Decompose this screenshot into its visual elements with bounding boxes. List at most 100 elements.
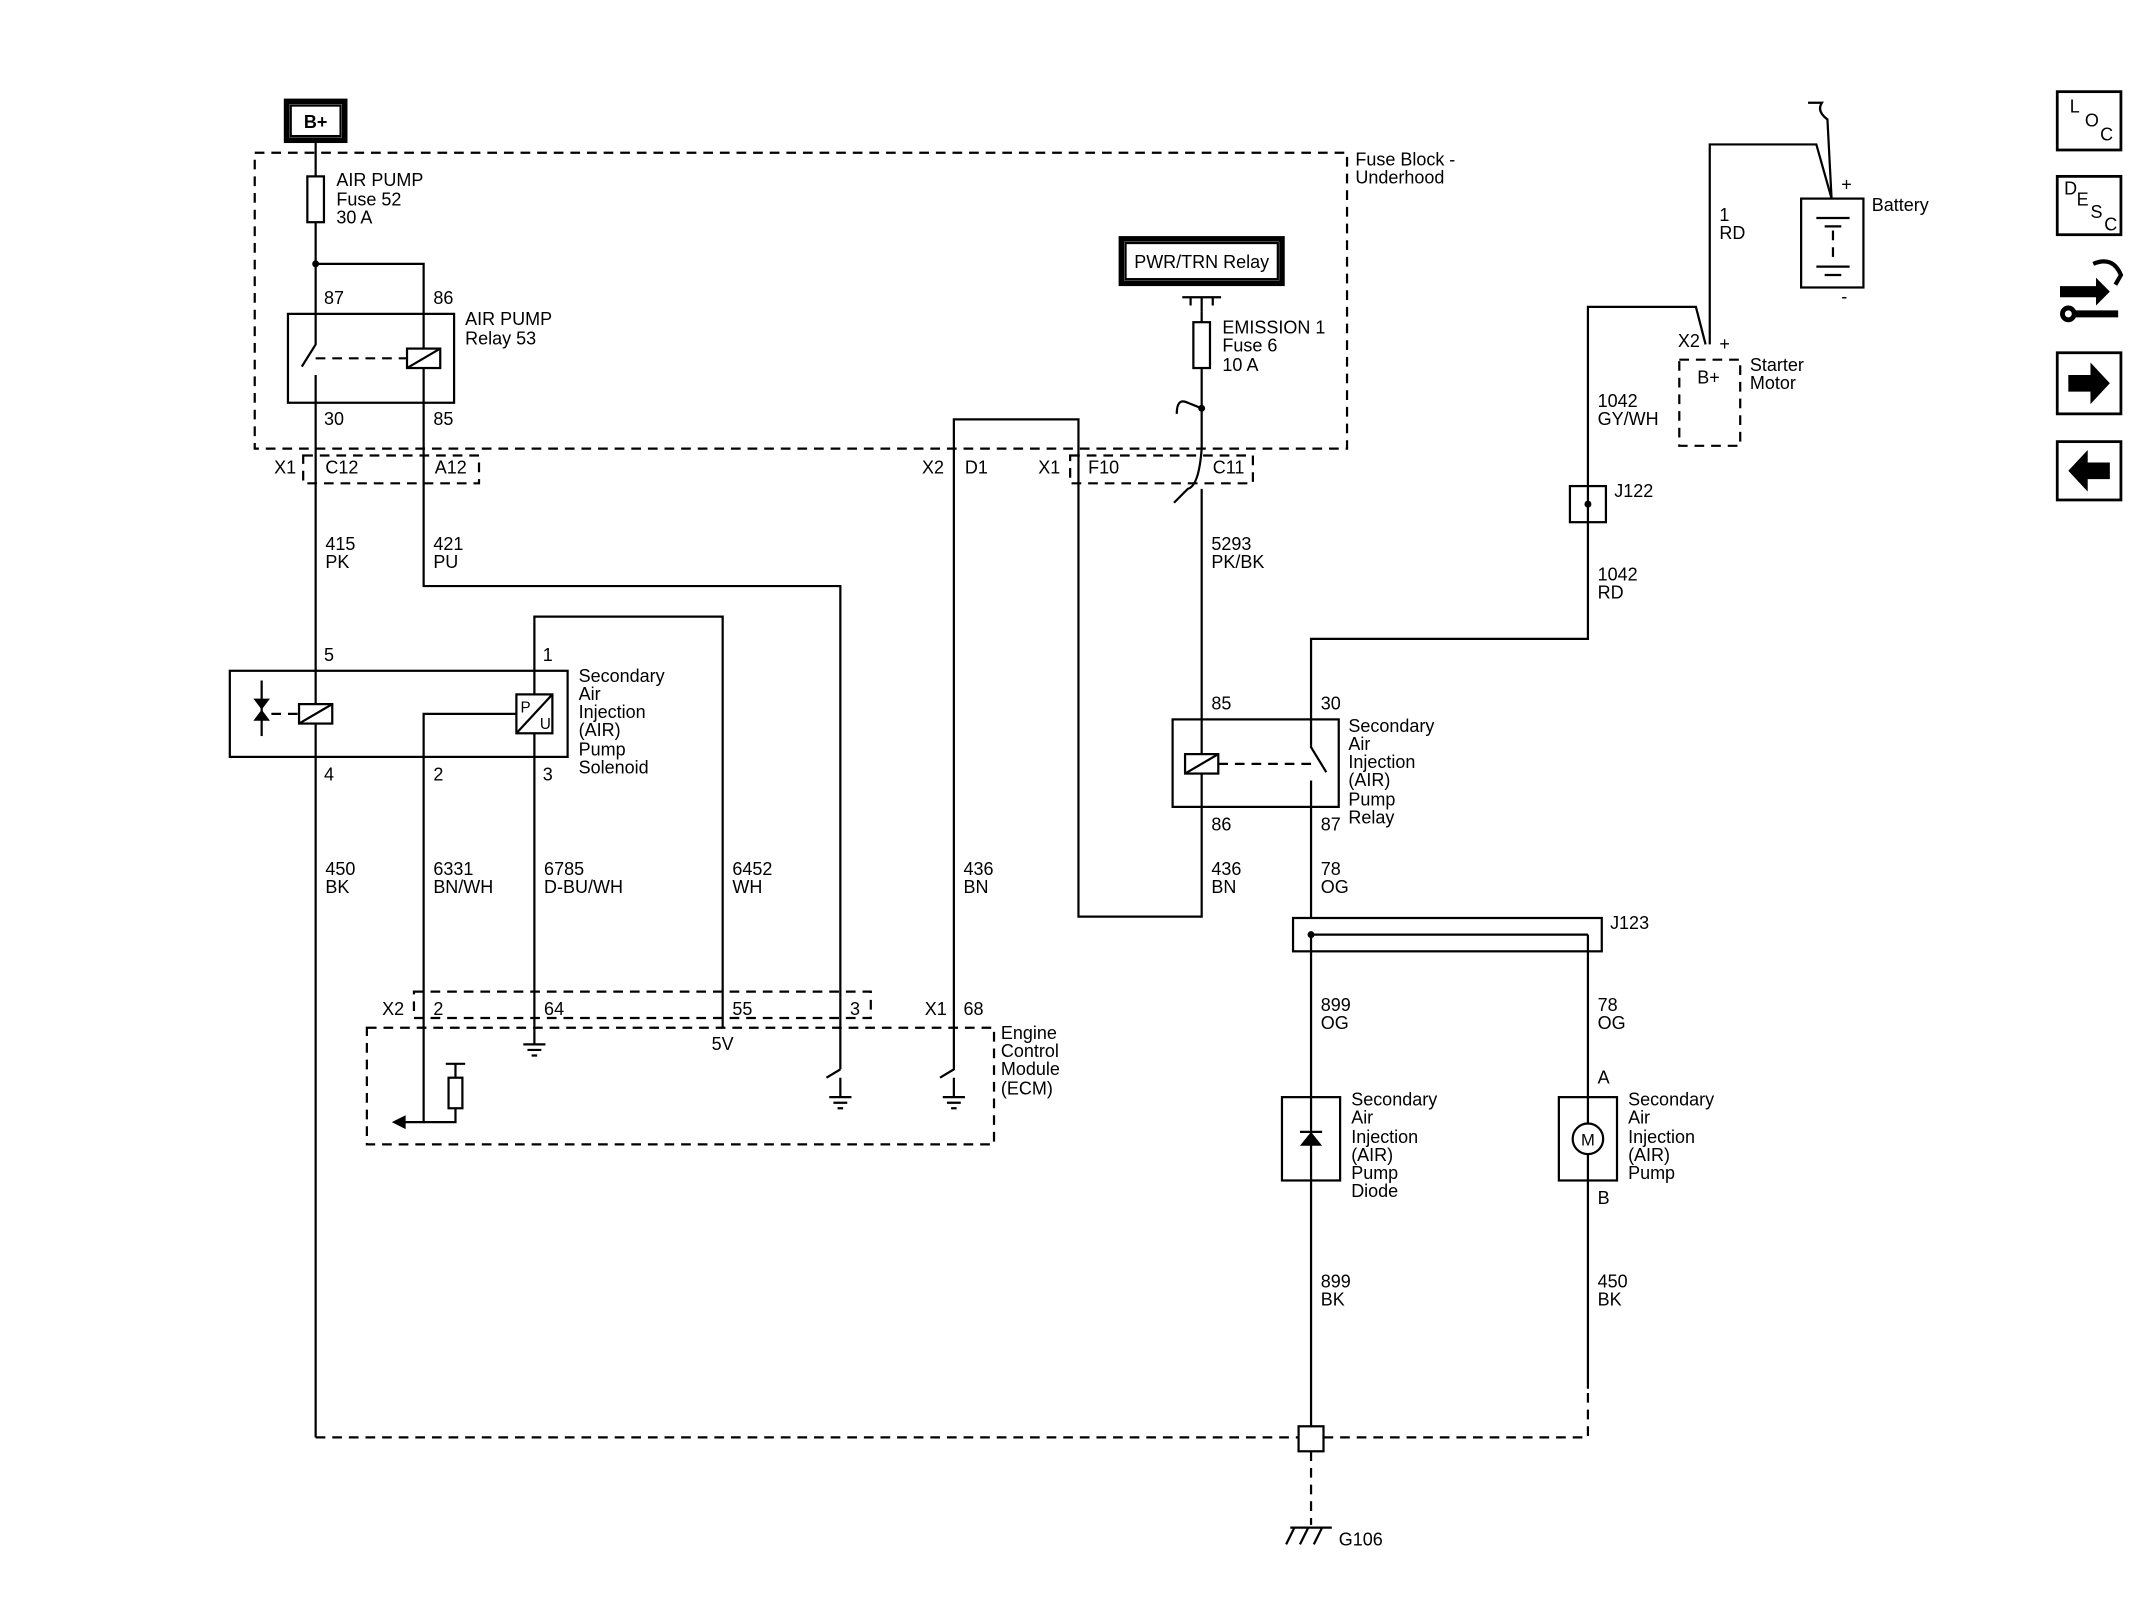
splice-j123: J123 [1291, 913, 1649, 953]
svg-text:30: 30 [1321, 694, 1341, 714]
svg-text:87: 87 [324, 288, 344, 308]
ground-g106: G106 [1285, 1425, 1383, 1550]
svg-text:Air: Air [1348, 734, 1370, 754]
svg-text:78: 78 [1321, 859, 1341, 879]
wire-1-rd-label: 1 RD [1719, 205, 1745, 243]
svg-text:85: 85 [433, 409, 453, 429]
location-button[interactable]: L O C [2055, 90, 2123, 152]
svg-text:(AIR): (AIR) [1348, 770, 1390, 790]
svg-text:Secondary: Secondary [1348, 716, 1434, 736]
svg-text:10 A: 10 A [1222, 355, 1258, 375]
svg-text:Engine: Engine [1001, 1023, 1057, 1043]
svg-text:X2: X2 [382, 999, 404, 1019]
svg-text:Diode: Diode [1351, 1181, 1398, 1201]
svg-text:B+: B+ [304, 112, 327, 132]
svg-text:Injection: Injection [1351, 1127, 1418, 1147]
svg-text:5: 5 [324, 645, 334, 665]
svg-text:D: D [2064, 178, 2077, 198]
svg-text:Secondary: Secondary [1628, 1089, 1714, 1109]
arrow-right-icon [2068, 362, 2110, 405]
svg-text:436: 436 [964, 859, 994, 879]
svg-text:E: E [2077, 190, 2089, 210]
svg-text:Control: Control [1001, 1041, 1059, 1061]
svg-text:Air: Air [1628, 1108, 1650, 1128]
svg-text:2: 2 [433, 999, 443, 1019]
svg-text:J122: J122 [1614, 481, 1653, 501]
pwr-trn-relay-box: PWR/TRN Relay [1118, 236, 1285, 287]
svg-text:G106: G106 [1339, 1530, 1383, 1550]
svg-text:899: 899 [1321, 995, 1351, 1015]
svg-text:PK: PK [325, 552, 349, 572]
svg-text:BN: BN [964, 877, 989, 897]
svg-text:415: 415 [325, 534, 355, 554]
fuse-52: AIR PUMP Fuse 52 30 A [306, 170, 423, 228]
svg-text:A12: A12 [435, 458, 467, 478]
svg-text:Pump: Pump [1348, 789, 1395, 809]
fuse-block-underhood: Fuse Block - Underhood [253, 149, 1455, 450]
next-button[interactable] [2055, 351, 2123, 416]
svg-text:Battery: Battery [1872, 195, 1929, 215]
svg-text:Injection: Injection [1348, 752, 1415, 772]
svg-text:M: M [1581, 1131, 1595, 1150]
svg-text:4: 4 [324, 764, 334, 784]
svg-text:D-BU/WH: D-BU/WH [544, 877, 623, 897]
svg-text:P: P [521, 699, 531, 716]
svg-text:-: - [1841, 287, 1847, 307]
connector-view-button[interactable] [2060, 259, 2124, 323]
svg-text:450: 450 [1598, 1271, 1628, 1291]
svg-text:F10: F10 [1088, 458, 1119, 478]
svg-text:O: O [2085, 110, 2099, 130]
svg-text:Motor: Motor [1750, 373, 1796, 393]
wire-415-label: 415 PK [325, 534, 355, 572]
svg-text:30 A: 30 A [336, 208, 372, 228]
svg-text:1: 1 [543, 645, 553, 665]
svg-text:U: U [540, 716, 551, 733]
svg-text:A: A [1598, 1067, 1610, 1087]
svg-text:(AIR): (AIR) [579, 720, 621, 740]
svg-text:899: 899 [1321, 1271, 1351, 1291]
svg-text:Pump: Pump [1628, 1163, 1675, 1183]
svg-text:Secondary: Secondary [1351, 1089, 1437, 1109]
battery: + - Battery [1800, 174, 1929, 307]
svg-text:+: + [1719, 334, 1730, 354]
svg-text:Air: Air [579, 684, 601, 704]
air-pump-relay-53: 87 86 30 85 AIR PUMP Relay 53 [286, 288, 552, 429]
svg-text:C12: C12 [325, 458, 358, 478]
svg-text:(AIR): (AIR) [1628, 1145, 1670, 1165]
air-pump-diode: Secondary Air Injection (AIR) Pump Diode [1280, 1089, 1437, 1201]
air-pump-relay: 85 30 86 87 Secondary Air Injection (AIR… [1171, 694, 1434, 835]
svg-text:Fuse 6: Fuse 6 [1222, 335, 1277, 355]
svg-text:436: 436 [1211, 859, 1241, 879]
svg-text:1: 1 [1719, 205, 1729, 225]
svg-text:X2: X2 [922, 458, 944, 478]
svg-text:RD: RD [1719, 223, 1745, 243]
svg-text:J123: J123 [1610, 913, 1649, 933]
arrow-left-icon [2068, 449, 2110, 492]
svg-text:OG: OG [1321, 877, 1349, 897]
svg-text:421: 421 [433, 534, 463, 554]
svg-text:55: 55 [732, 999, 752, 1019]
svg-text:(ECM): (ECM) [1001, 1078, 1053, 1098]
previous-button[interactable] [2055, 440, 2123, 502]
svg-text:3: 3 [850, 999, 860, 1019]
svg-text:86: 86 [1211, 814, 1231, 834]
svg-text:BK: BK [325, 877, 349, 897]
svg-text:Module: Module [1001, 1059, 1060, 1079]
svg-text:86: 86 [433, 288, 453, 308]
svg-text:Starter: Starter [1750, 355, 1804, 375]
svg-text:X1: X1 [274, 458, 296, 478]
svg-text:68: 68 [964, 999, 984, 1019]
svg-text:S: S [2090, 202, 2102, 222]
svg-text:Fuse 52: Fuse 52 [336, 190, 401, 210]
svg-text:Relay 53: Relay 53 [465, 328, 536, 348]
svg-text:B+: B+ [1697, 367, 1720, 387]
svg-text:+: + [1841, 174, 1852, 194]
svg-text:5293: 5293 [1211, 534, 1251, 554]
description-button[interactable]: D E S C [2055, 174, 2123, 237]
svg-text:X1: X1 [925, 999, 947, 1019]
svg-text:Solenoid: Solenoid [579, 758, 649, 778]
svg-text:OG: OG [1598, 1013, 1626, 1033]
svg-text:PK/BK: PK/BK [1211, 552, 1264, 572]
svg-text:AIR PUMP: AIR PUMP [336, 170, 423, 190]
